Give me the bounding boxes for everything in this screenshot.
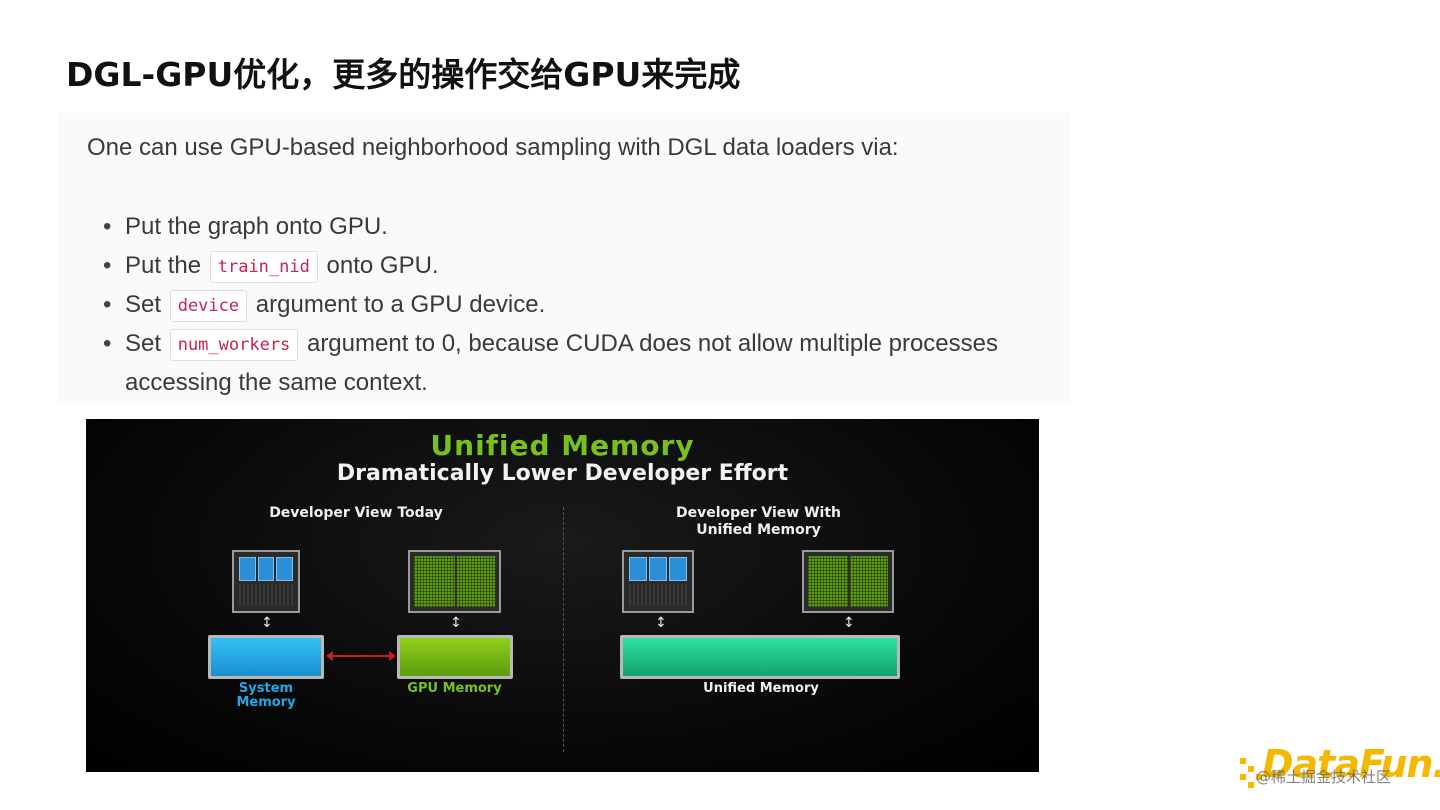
code-num-workers: num_workers (169, 328, 299, 361)
intro-text: One can use GPU-based neighborhood sampl… (87, 134, 899, 161)
bullet-text: argument to a GPU device. (255, 291, 546, 318)
watermark-text: @稀土掘金技术社区 (1256, 768, 1392, 786)
list-item: Set num_workers argument to 0, because C… (103, 324, 1053, 402)
gpu-chip-icon (802, 550, 894, 613)
figure-subtitle: Dramatically Lower Developer Effort (336, 461, 789, 486)
cpu-chip-icon (232, 550, 300, 613)
panel-divider (563, 507, 565, 752)
double-arrow-icon: ↕ (655, 615, 667, 631)
slide-title: DGL-GPU优化，更多的操作交给GPU来完成 (66, 55, 741, 94)
left-panel-heading: Developer View Today (269, 505, 443, 521)
logo-mark-icon (1240, 758, 1262, 788)
gpu-memory-bar (397, 635, 513, 679)
double-arrow-icon: ↕ (261, 615, 273, 631)
double-arrow-icon: ↕ (843, 615, 855, 631)
bullet-text: Put the (125, 252, 202, 279)
gpu-memory-label: GPU Memory (407, 681, 502, 696)
double-arrow-icon: ↕ (450, 615, 462, 631)
bullet-text: Put the graph onto GPU. (125, 213, 388, 240)
bullet-list: Put the graph onto GPU. Put the train_ni… (103, 207, 1053, 402)
bullet-text: argument to 0, because CUDA does not all… (125, 330, 998, 396)
text-panel: One can use GPU-based neighborhood sampl… (58, 113, 1070, 403)
logo-wordmark: DataFun. (1262, 742, 1440, 786)
system-memory-bar (208, 635, 324, 679)
code-device: device (169, 289, 248, 322)
cpu-chip-icon (622, 550, 694, 613)
unified-memory-figure: Unified Memory Dramatically Lower Develo… (86, 419, 1039, 772)
figure-title: Unified Memory (430, 429, 695, 462)
bullet-text: Set (125, 330, 162, 357)
datafun-logo: DataFun. (1238, 742, 1440, 798)
list-item: Set device argument to a GPU device. (103, 285, 1053, 324)
list-item: Put the graph onto GPU. (103, 207, 1053, 246)
unified-memory-label: Unified Memory (703, 681, 819, 696)
code-train-nid: train_nid (209, 250, 318, 283)
system-memory-label: System Memory (236, 681, 296, 710)
unified-memory-bar (620, 635, 900, 679)
gpu-chip-icon (408, 550, 501, 613)
bullet-text: onto GPU. (326, 252, 439, 279)
bullet-text: Set (125, 291, 162, 318)
list-item: Put the train_nid onto GPU. (103, 246, 1053, 285)
right-panel-heading: Developer View With Unified Memory (675, 505, 842, 538)
transfer-arrow-icon (326, 651, 396, 661)
